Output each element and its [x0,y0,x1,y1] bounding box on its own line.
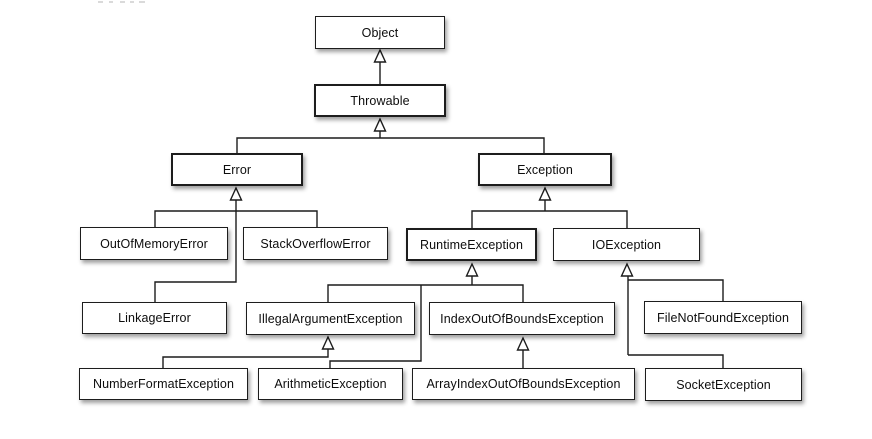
inheritance-arrow-icon [620,262,634,277]
class-box-throwable: Throwable [314,84,446,117]
edge-children-to-error [154,186,318,302]
class-box-exception: Exception [478,153,612,186]
edge-children-to-exception [471,186,628,228]
class-box-object: Object [315,16,445,49]
inheritance-arrow-icon [538,186,552,201]
inheritance-arrow-icon [229,186,243,201]
edge-error-exception-to-throwable [236,117,545,153]
class-box-socket-exception: SocketException [645,368,802,401]
class-box-runtime-exception: RuntimeException [406,228,537,261]
inheritance-arrow-icon [465,262,479,277]
edge-number-format-to-illegal-argument [162,335,335,368]
edge-children-to-io-exception [620,262,724,368]
class-box-file-not-found-exception: FileNotFoundException [644,301,802,334]
inheritance-arrow-icon [373,48,387,63]
class-box-number-format-exception: NumberFormatException [79,368,248,400]
class-box-io-exception: IOException [553,228,700,261]
edge-throwable-to-object [373,48,387,84]
inheritance-arrow-icon [516,336,530,351]
class-box-array-index-out-of-bounds-exception: ArrayIndexOutOfBoundsException [412,368,635,400]
class-box-out-of-memory-error: OutOfMemoryError [80,227,228,260]
class-box-linkage-error: LinkageError [82,302,227,334]
inheritance-arrow-icon [373,117,387,132]
inheritance-arrow-icon [321,335,335,350]
class-box-arithmetic-exception: ArithmeticException [258,368,403,400]
class-box-index-out-of-bounds-exception: IndexOutOfBoundsException [429,302,615,335]
class-box-error: Error [171,153,303,186]
edge-children-to-runtime-exception [327,262,524,368]
class-box-stack-overflow-error: StackOverflowError [243,227,388,260]
class-box-illegal-argument-exception: IllegalArgumentException [246,302,415,335]
edge-array-index-to-index-out-of-bounds [516,336,530,368]
